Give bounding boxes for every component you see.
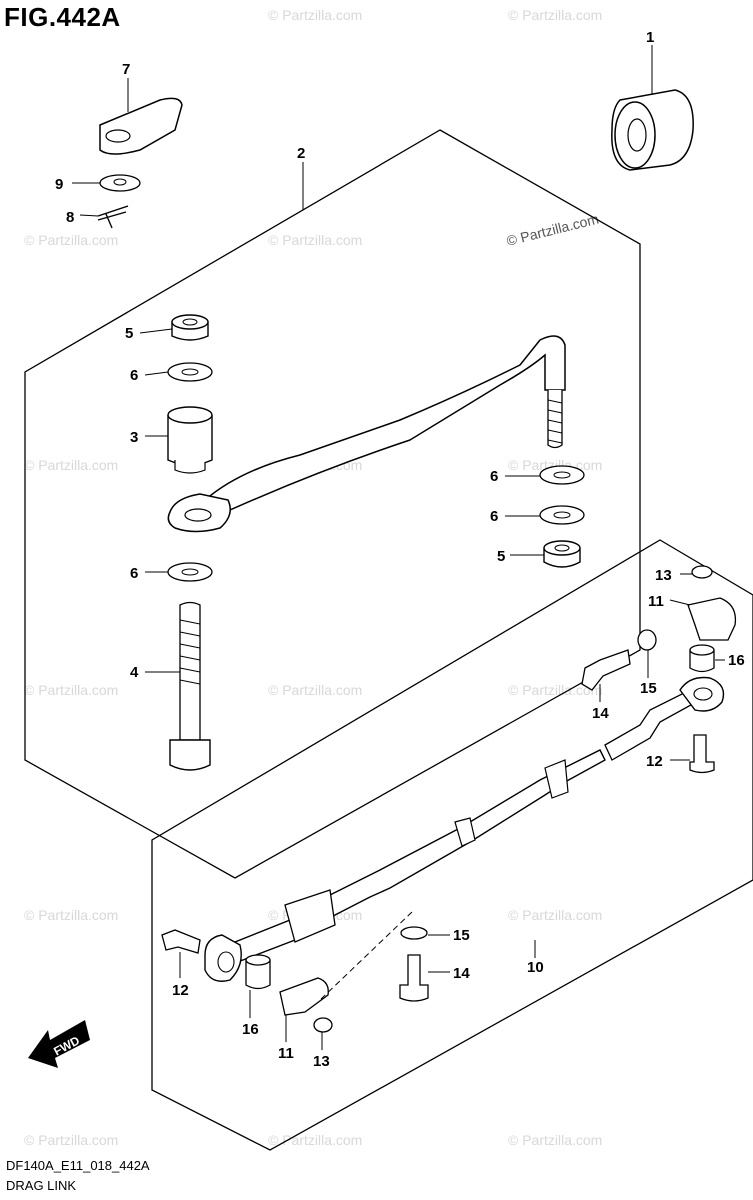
callout-number: 6 xyxy=(130,565,138,582)
callout-number: 14 xyxy=(592,705,609,722)
assembly-box-upper xyxy=(24,129,641,879)
bushing-part xyxy=(689,650,715,673)
bolt-part xyxy=(169,601,211,771)
callout-number: 2 xyxy=(297,145,305,162)
bracket-part xyxy=(687,597,737,641)
callout-number: 5 xyxy=(125,325,133,342)
leader-lines xyxy=(72,45,725,1050)
callout-number: 10 xyxy=(527,959,544,976)
watermark: © Partzilla.com xyxy=(508,682,602,698)
callout-number: 13 xyxy=(313,1053,330,1070)
callout-number: 6 xyxy=(490,508,498,525)
callout-number: 3 xyxy=(130,429,138,446)
callout-number: 12 xyxy=(646,753,663,770)
callout-number: 16 xyxy=(242,1021,259,1038)
cotter-pin-part xyxy=(97,205,129,229)
callout-number: 14 xyxy=(453,965,470,982)
callout-number: 11 xyxy=(278,1045,294,1062)
watermark: © Partzilla.com xyxy=(268,1132,362,1148)
bolt-part xyxy=(689,734,715,774)
callout-number: 5 xyxy=(497,548,505,565)
nut-part xyxy=(691,565,713,579)
grommet-part xyxy=(611,89,694,171)
nut-part xyxy=(543,540,581,568)
callout-number: 1 xyxy=(646,29,654,46)
collar-part xyxy=(167,406,213,474)
cable-assembly-part xyxy=(204,676,725,982)
nut-part xyxy=(171,314,209,341)
callout-number: 6 xyxy=(490,468,498,485)
callout-number: 7 xyxy=(122,61,130,78)
bolt-part xyxy=(161,929,201,954)
nut-part xyxy=(313,1017,333,1033)
callout-number: 16 xyxy=(728,652,745,669)
watermark: © Partzilla.com xyxy=(24,907,118,923)
bracket-part xyxy=(279,977,329,1016)
watermark: © Partzilla.com xyxy=(24,1132,118,1148)
callout-number: 8 xyxy=(66,209,74,226)
arm-bracket-part xyxy=(99,97,183,155)
figure-name: DRAG LINK xyxy=(6,1178,77,1193)
watermark: © Partzilla.com xyxy=(268,682,362,698)
watermark: © Partzilla.com xyxy=(508,1132,602,1148)
bolt-part xyxy=(399,954,429,1002)
callout-number: 6 xyxy=(130,367,138,384)
drag-link-rod-part xyxy=(167,335,566,533)
washer-part xyxy=(637,629,657,651)
washer-part xyxy=(400,926,428,940)
callout-number: 12 xyxy=(172,982,189,999)
callout-number: 15 xyxy=(453,927,470,944)
bushing-part xyxy=(245,960,271,990)
watermark: © Partzilla.com xyxy=(24,682,118,698)
watermark-dark: © Partzilla.com xyxy=(505,211,600,249)
fwd-arrow-icon: FWD xyxy=(28,1020,90,1068)
figure-code: DF140A_E11_018_442A xyxy=(6,1158,150,1173)
watermark: © Partzilla.com xyxy=(268,7,362,23)
watermark: © Partzilla.com xyxy=(268,232,362,248)
callout-number: 15 xyxy=(640,680,657,697)
assembly-box-lower xyxy=(151,539,753,1151)
figure-title: FIG.442A xyxy=(4,2,121,32)
watermark: © Partzilla.com xyxy=(508,7,602,23)
watermark: © Partzilla.com xyxy=(24,232,118,248)
watermark: © Partzilla.com xyxy=(24,457,118,473)
callout-number: 9 xyxy=(55,176,63,193)
callout-labels: 1 7 9 8 2 5 6 3 6 6 5 6 4 13 11 15 14 16… xyxy=(55,29,745,1070)
callout-number: 4 xyxy=(130,664,139,681)
callout-number: 11 xyxy=(648,593,664,610)
callout-number: 13 xyxy=(655,567,672,584)
bolt-part xyxy=(581,649,631,691)
watermark: © Partzilla.com xyxy=(508,907,602,923)
